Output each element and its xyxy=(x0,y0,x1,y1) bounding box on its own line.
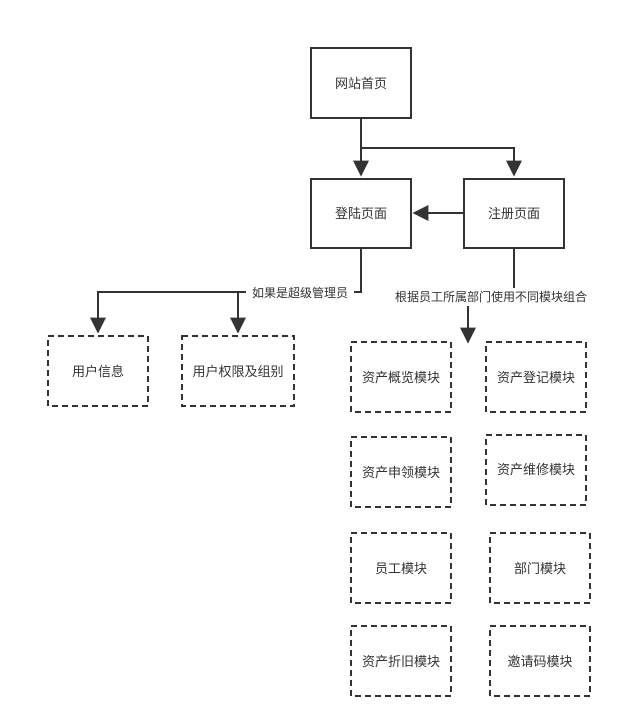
node-asset-overview: 资产概览模块 xyxy=(350,341,452,413)
node-dept-label: 部门模块 xyxy=(514,562,566,577)
dept-label-bg xyxy=(386,288,596,305)
node-asset-depreciation: 资产折旧模块 xyxy=(350,625,452,697)
node-asset-depreciation-label: 资产折旧模块 xyxy=(362,655,440,670)
node-user-perm: 用户权限及组别 xyxy=(181,335,295,407)
node-dept: 部门模块 xyxy=(489,532,591,604)
node-user-perm-label: 用户权限及组别 xyxy=(192,364,283,380)
node-home-label: 网站首页 xyxy=(335,77,387,92)
node-staff: 员工模块 xyxy=(350,532,452,604)
admin-label: 如果是超级管理员 xyxy=(252,285,348,300)
dept-label: 根据员工所属部门使用不同模块组合 xyxy=(395,289,587,304)
edge-home-to-register xyxy=(361,147,522,177)
node-asset-overview-label: 资产概览模块 xyxy=(362,370,440,386)
node-asset-repair-label: 资产维修模块 xyxy=(497,463,575,478)
node-login-label: 登陆页面 xyxy=(335,206,387,222)
node-invite-label: 邀请码模块 xyxy=(507,655,572,670)
node-asset-apply-label: 资产申领模块 xyxy=(362,466,440,481)
node-asset-register: 资产登记模块 xyxy=(485,341,587,413)
node-register-label: 注册页面 xyxy=(488,207,540,222)
connectors xyxy=(90,118,522,344)
node-user-info-label: 用户信息 xyxy=(72,364,124,380)
node-asset-apply: 资产申领模块 xyxy=(350,436,452,508)
node-login: 登陆页面 xyxy=(310,178,412,249)
node-asset-register-label: 资产登记模块 xyxy=(497,371,575,386)
node-invite: 邀请码模块 xyxy=(489,625,591,697)
node-asset-repair: 资产维修模块 xyxy=(485,434,587,506)
node-home: 网站首页 xyxy=(310,47,412,119)
edge-login-admin xyxy=(90,248,362,334)
node-user-info: 用户信息 xyxy=(47,335,149,407)
node-register: 注册页面 xyxy=(463,178,565,249)
admin-label-bg xyxy=(246,284,354,301)
node-staff-label: 员工模块 xyxy=(375,562,427,577)
